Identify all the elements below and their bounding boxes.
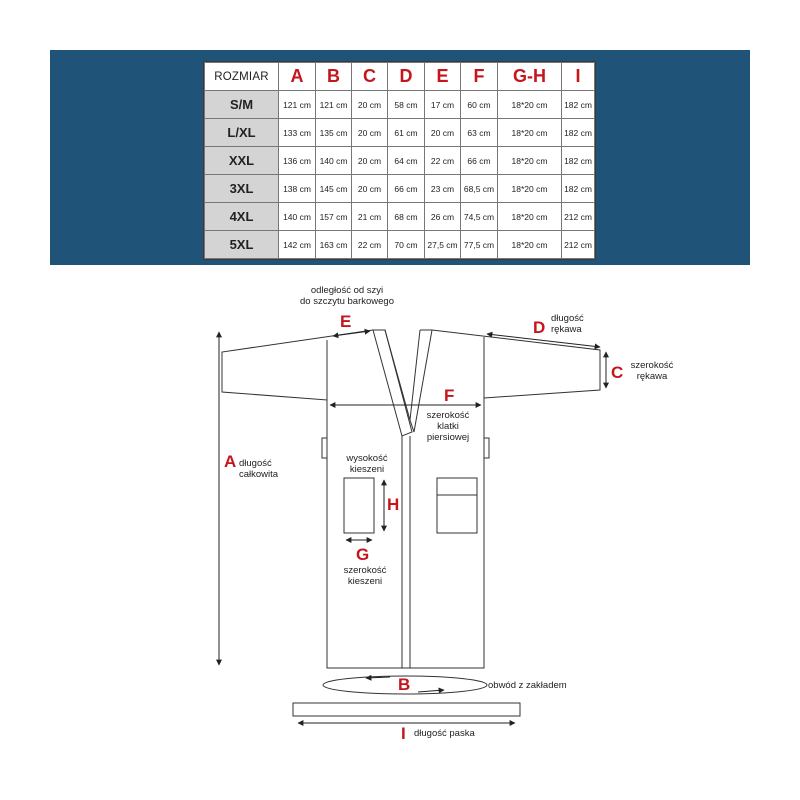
letter-b: B xyxy=(398,675,411,694)
sleeve-length-line2: rękawa xyxy=(551,324,582,335)
letter-g: G xyxy=(356,545,370,564)
header-col-b: B xyxy=(315,62,352,91)
table-row: 5XL 142 cm 163 cm 22 cm 70 cm 27,5 cm 77… xyxy=(204,230,595,259)
letter-d: D xyxy=(533,318,546,337)
left-sleeve xyxy=(221,329,374,401)
chest-line3: piersiowej xyxy=(426,432,470,443)
girth-label: obwód z zakładem xyxy=(488,680,567,691)
neck-label-line2: do szczytu barkowego xyxy=(300,296,394,307)
pocket-height-label: wysokość kieszeni xyxy=(337,453,397,475)
table-cell: 18*20 cm xyxy=(497,230,562,259)
arrow-e xyxy=(332,328,371,339)
sleeve-width-line1: szerokość xyxy=(630,360,674,371)
right-lapel xyxy=(409,329,433,433)
pocket-width-line1: szerokość xyxy=(343,565,387,576)
table-cell: 66 cm xyxy=(460,146,498,175)
header-col-c: C xyxy=(351,62,388,91)
pocket-width-label: szerokość kieszeni xyxy=(333,565,397,587)
table-cell: 27,5 cm xyxy=(424,230,461,259)
chest-line2: klatki xyxy=(437,421,459,432)
table-cell: 20 cm xyxy=(424,118,461,147)
table-row: 3XL 138 cm 145 cm 20 cm 66 cm 23 cm 68,5… xyxy=(204,174,595,203)
left-belt-loop xyxy=(321,437,328,459)
size-table: ROZMIAR A B C D E F G-H I S/M 121 cm 121… xyxy=(204,62,595,259)
arrow-b-left xyxy=(365,674,391,681)
left-pocket xyxy=(343,477,375,534)
right-pocket xyxy=(436,477,478,534)
total-length-line1: długość xyxy=(239,458,272,469)
size-label: L/XL xyxy=(204,118,279,147)
pocket-height-line2: kieszeni xyxy=(349,464,385,475)
table-cell: 145 cm xyxy=(315,174,352,203)
table-cell: 77,5 cm xyxy=(460,230,498,259)
letter-h: H xyxy=(387,495,400,514)
pocket-width-line2: kieszeni xyxy=(347,576,383,587)
table-cell: 121 cm xyxy=(278,90,316,119)
neck-label-line1: odległość od szyi xyxy=(310,285,384,296)
robe-body xyxy=(326,398,485,669)
letter-c: C xyxy=(611,363,624,382)
header-col-gh: G-H xyxy=(497,62,562,91)
girth-ellipse xyxy=(322,675,488,695)
table-cell: 121 cm xyxy=(315,90,352,119)
header-rozmiar: ROZMIAR xyxy=(204,62,279,91)
size-label: 5XL xyxy=(204,230,279,259)
sleeve-width-label: szerokość rękawa xyxy=(626,360,678,382)
size-label: S/M xyxy=(204,90,279,119)
table-cell: 163 cm xyxy=(315,230,352,259)
header-col-e: E xyxy=(424,62,461,91)
header-col-i: I xyxy=(561,62,595,91)
letter-i: I xyxy=(401,724,406,743)
table-cell: 138 cm xyxy=(278,174,316,203)
belt-shape xyxy=(292,702,521,717)
chest-line1: szerokość xyxy=(426,410,470,421)
table-cell: 212 cm xyxy=(561,230,595,259)
table-header-row: ROZMIAR A B C D E F G-H I xyxy=(204,62,595,91)
left-lapel xyxy=(372,329,413,437)
table-cell: 20 cm xyxy=(351,118,388,147)
table-cell: 140 cm xyxy=(278,202,316,231)
neck-label: odległość od szyi do szczytu barkowego xyxy=(282,285,412,307)
letter-f: F xyxy=(444,386,455,405)
sleeve-length-line1: długość xyxy=(551,313,584,324)
table-row: L/XL 133 cm 135 cm 20 cm 61 cm 20 cm 63 … xyxy=(204,118,595,147)
header-col-a: A xyxy=(278,62,316,91)
table-row: 4XL 140 cm 157 cm 21 cm 68 cm 26 cm 74,5… xyxy=(204,202,595,231)
right-belt-loop xyxy=(483,437,490,459)
sleeve-width-line2: rękawa xyxy=(636,371,668,382)
chest-label: szerokość klatki piersiowej xyxy=(418,410,478,443)
table-cell: 22 cm xyxy=(351,230,388,259)
pocket-height-line1: wysokość xyxy=(346,453,388,464)
right-sleeve xyxy=(431,329,601,399)
table-cell: 182 cm xyxy=(561,174,595,203)
total-length-label: długość całkowita xyxy=(239,458,278,480)
size-label: XXL xyxy=(204,146,279,175)
arrow-d xyxy=(486,331,601,350)
header-col-f: F xyxy=(460,62,498,91)
table-cell: 18*20 cm xyxy=(497,90,562,119)
table-cell: 70 cm xyxy=(387,230,425,259)
arrow-b-right xyxy=(417,687,445,694)
table-row: S/M 121 cm 121 cm 20 cm 58 cm 17 cm 60 c… xyxy=(204,90,595,119)
table-cell: 64 cm xyxy=(387,146,425,175)
table-cell: 182 cm xyxy=(561,146,595,175)
total-length-line2: całkowita xyxy=(239,469,279,480)
belt-length-label: długość paska xyxy=(414,728,475,739)
letter-a: A xyxy=(224,452,237,471)
header-col-d: D xyxy=(387,62,425,91)
sleeve-length-label: długość rękawa xyxy=(551,313,584,335)
letter-e: E xyxy=(340,312,352,331)
table-cell: 23 cm xyxy=(424,174,461,203)
table-cell: 63 cm xyxy=(460,118,498,147)
